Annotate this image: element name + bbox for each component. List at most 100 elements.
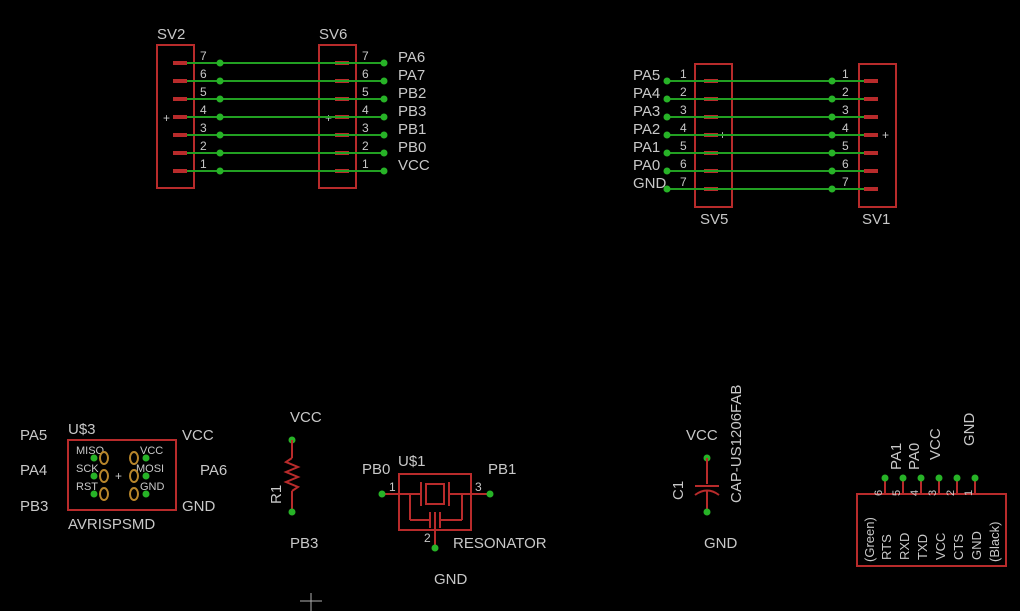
resistor-zigzag — [283, 457, 301, 492]
isp-name: U$3 — [68, 421, 96, 438]
sv5-pin-5: 5 — [680, 139, 687, 153]
sv2-pin-7: 7 — [200, 49, 207, 63]
sv6-pin-3: 3 — [362, 121, 369, 135]
net-label-isp-right-2: PA6 — [200, 462, 227, 479]
sv2-pin-5: 5 — [200, 85, 207, 99]
header-sv1[interactable]: SV1 + — [858, 63, 897, 228]
net-label-isp-left-3: PB3 — [20, 498, 48, 515]
isp-pin-gnd: GND — [140, 481, 165, 493]
ftdi-label-green: (Green) — [862, 517, 877, 562]
net-label-resonator-right: PB1 — [488, 461, 516, 478]
net-label-right-6: PA0 — [633, 157, 660, 174]
sv2-pin-4: 4 — [200, 103, 207, 117]
net-label-left-2: PA7 — [398, 67, 425, 84]
c1-value: CAP-US1206FAB — [728, 385, 745, 503]
sv2-pin-6: 6 — [200, 67, 207, 81]
capacitor-c1[interactable]: VCC C1 CAP-US1206FAB GND — [670, 385, 745, 552]
sv6-pin-6: 6 — [362, 67, 369, 81]
sv5-pin-2: 2 — [680, 85, 687, 99]
left-row-6: 6 6 PA7 — [173, 67, 425, 85]
ftdi-pin-5: 5 — [891, 490, 903, 496]
sv1-pin-2: 2 — [842, 85, 849, 99]
sv5-label: SV5 — [700, 211, 728, 228]
sv5-pin-3: 3 — [680, 103, 687, 117]
left-row-5: 5 5 PB2 — [173, 85, 426, 103]
ftdi-label-rts: RTS — [879, 534, 894, 560]
net-label-right-4: PA2 — [633, 121, 660, 138]
ftdi-pin-2: 2 — [945, 490, 957, 496]
c1-bottom-net: GND — [704, 535, 738, 552]
ftdi-label-txd: TXD — [915, 534, 930, 560]
resonator-value: RESONATOR — [453, 535, 547, 552]
sv6-pin-1: 1 — [362, 157, 369, 171]
sv5-pin-6: 6 — [680, 157, 687, 171]
sv2-pin-2: 2 — [200, 139, 207, 153]
ftdi-pin-stubs — [881, 474, 979, 494]
sv1-pin-1: 1 — [842, 67, 849, 81]
resonator-pin-2: 2 — [424, 531, 431, 545]
left-row-4: 4 4 PB3 — [173, 103, 426, 121]
sv6-label: SV6 — [319, 26, 347, 43]
net-label-resonator-left: PB0 — [362, 461, 390, 478]
ftdi-pin-4: 4 — [909, 490, 921, 496]
cap-plate-bottom — [694, 489, 720, 496]
sv6-pin-2: 2 — [362, 139, 369, 153]
isp-pads: + — [90, 451, 150, 501]
left-row-3: 3 3 PB1 — [173, 121, 426, 139]
sv6-pin-5: 5 — [362, 85, 369, 99]
net-label-isp-right-1: VCC — [182, 427, 214, 444]
resistor-r1[interactable]: VCC R1 PB3 — [268, 409, 322, 552]
svg-text:+: + — [115, 469, 122, 483]
sv5-pin-1: 1 — [680, 67, 687, 81]
net-label-ftdi-gnd: GND — [961, 413, 978, 447]
net-label-ftdi-pa0: PA0 — [906, 443, 923, 470]
isp-header-u3[interactable]: U$3 AVRISPSMD MISO SCK RST VCC MOSI GND … — [67, 421, 177, 533]
header-sv2[interactable]: SV2 + — [156, 26, 195, 189]
sv1-pin-4: 4 — [842, 121, 849, 135]
sv1-label: SV1 — [862, 211, 890, 228]
sv1-pin-6: 6 — [842, 157, 849, 171]
sv1-pin-7: 7 — [842, 175, 849, 189]
c1-name: C1 — [670, 481, 687, 500]
header-sv6[interactable]: SV6 + — [318, 26, 357, 189]
header-sv5[interactable]: SV5 + — [694, 63, 733, 228]
resonator-pin-3: 3 — [475, 480, 482, 494]
ftdi-header[interactable]: 6 5 4 3 2 1 (Green) RTS RXD TXD VCC CTS … — [856, 474, 1007, 567]
net-label-right-5: PA1 — [633, 139, 660, 156]
r1-top-net: VCC — [290, 409, 322, 426]
sv2-pin-1: 1 — [200, 157, 207, 171]
net-label-isp-right-3: GND — [182, 498, 216, 515]
left-row-7: 7 7 PA6 — [173, 49, 425, 67]
right-row-5: 5 5 PA1 — [633, 139, 878, 157]
right-row-1: 1 1 PA5 — [633, 67, 878, 85]
sv1-origin-cross: + — [882, 128, 889, 142]
ftdi-label-vcc: VCC — [933, 533, 948, 560]
net-label-left-1: PA6 — [398, 49, 425, 66]
right-row-6: 6 6 PA0 — [633, 157, 878, 175]
left-header-wires: 7 7 PA6 6 6 PA7 5 5 PB2 — [173, 49, 430, 175]
resonator-pin-1: 1 — [389, 480, 396, 494]
isp-value: AVRISPSMD — [68, 516, 155, 533]
right-row-4: 4 4 PA2 — [633, 121, 878, 139]
isp-pin-rst: RST — [76, 481, 98, 493]
resonator-u1[interactable]: U$1 1 3 2 RESONATOR — [378, 453, 547, 552]
resonator-name: U$1 — [398, 453, 426, 470]
sv6-pin-4: 4 — [362, 103, 369, 117]
net-label-left-7: VCC — [398, 157, 430, 174]
net-label-ftdi-pa1: PA1 — [888, 443, 905, 470]
net-label-right-2: PA4 — [633, 85, 660, 102]
r1-name: R1 — [268, 485, 285, 504]
sv1-pin-3: 3 — [842, 103, 849, 117]
net-label-ftdi-vcc: VCC — [927, 428, 944, 460]
net-label-right-7: GND — [633, 175, 667, 192]
sv1-pin-5: 5 — [842, 139, 849, 153]
isp-pin-vcc: VCC — [140, 445, 163, 457]
ftdi-label-gnd: GND — [969, 531, 984, 560]
right-header-wires: 1 1 PA5 2 2 PA4 3 3 PA3 — [633, 67, 878, 193]
net-label-isp-left-2: PA4 — [20, 462, 47, 479]
ftdi-pin-1: 1 — [963, 490, 975, 496]
net-label-right-3: PA3 — [633, 103, 660, 120]
c1-top-net: VCC — [686, 427, 718, 444]
sv5-pin-7: 7 — [680, 175, 687, 189]
